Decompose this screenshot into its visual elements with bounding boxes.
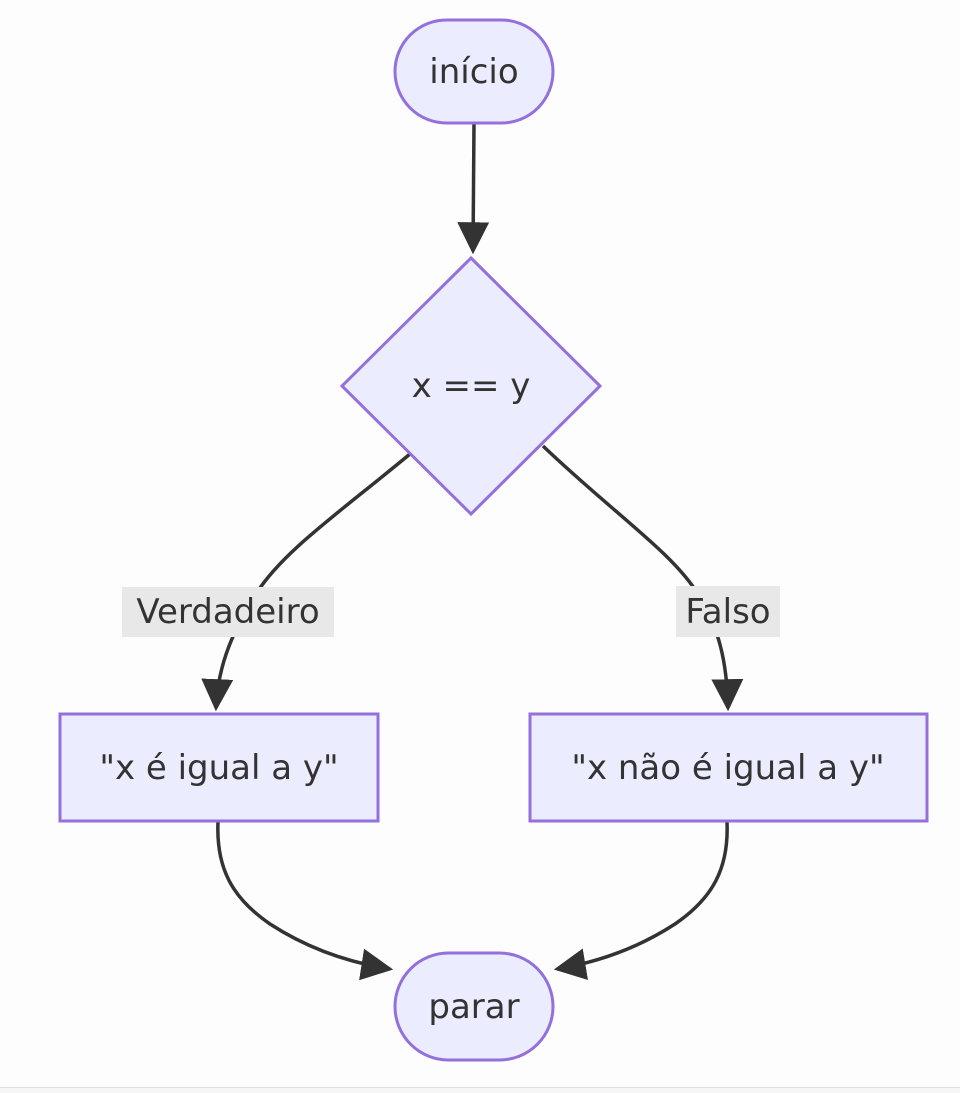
edge-label-falso-text: Falso	[685, 592, 770, 632]
edge-true-branch-to-end	[216, 821, 394, 981]
node-decision-label: x == y	[412, 366, 531, 406]
edge-start-to-decision	[457, 123, 490, 255]
node-decision-shape	[339, 255, 603, 517]
node-decision: x == y	[339, 255, 603, 517]
node-start: início	[393, 18, 555, 125]
node-true-branch-shape	[58, 712, 380, 823]
node-end-shape	[393, 951, 555, 1062]
edge-label-verdadeiro-background	[122, 587, 334, 637]
edge-group	[201, 123, 744, 981]
node-false-branch-shape	[528, 712, 929, 823]
edge-decision-to-true-branch	[201, 452, 412, 712]
node-false-branch-label: "x não é igual a y"	[571, 748, 884, 788]
bottom-divider	[0, 1087, 960, 1093]
node-start-shape	[393, 18, 555, 125]
edge-label-falso: Falso	[676, 586, 780, 637]
edge-label-verdadeiro: Verdadeiro	[122, 587, 334, 637]
node-true-branch: "x é igual a y"	[58, 712, 380, 823]
node-start-label: início	[429, 52, 518, 92]
edge-label-verdadeiro-text: Verdadeiro	[136, 592, 319, 632]
node-end: parar	[393, 951, 555, 1062]
edge-decision-to-false-branch	[541, 444, 744, 712]
node-true-branch-label: "x é igual a y"	[99, 748, 338, 788]
node-false-branch: "x não é igual a y"	[528, 712, 929, 823]
edge-label-falso-background	[676, 586, 780, 637]
node-end-label: parar	[428, 987, 519, 1027]
edge-false-branch-to-end	[553, 821, 729, 981]
